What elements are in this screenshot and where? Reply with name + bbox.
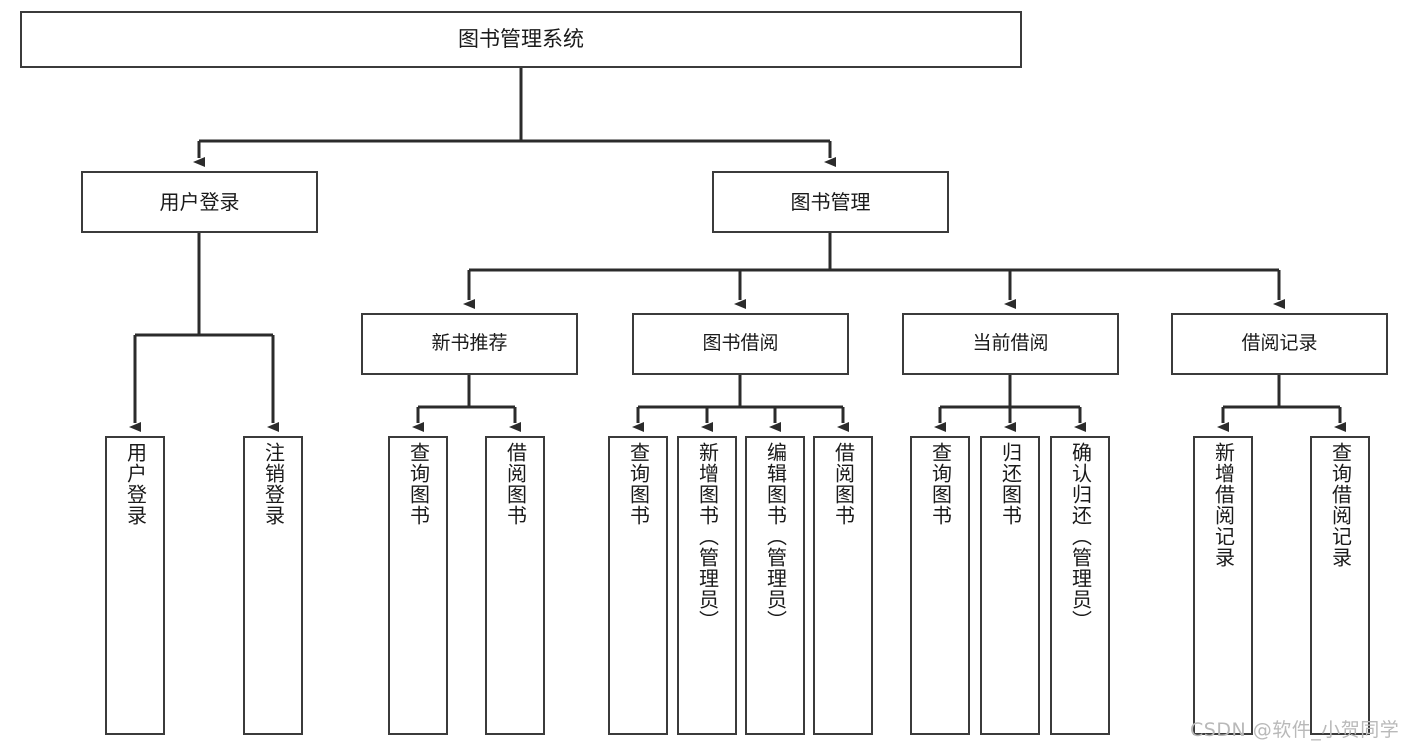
node-leaf-label: 查询借阅记录: [1328, 442, 1353, 568]
node-root[interactable]: 图书管理系统: [20, 11, 1022, 68]
node-leaf[interactable]: 查询图书: [388, 436, 448, 735]
node-level2-book-borrow[interactable]: 图书借阅: [632, 313, 849, 375]
node-leaf-label: 新增借阅记录: [1211, 442, 1236, 568]
node-leaf-label: 确认归还（管理员）: [1068, 442, 1093, 631]
node-leaf[interactable]: 注销登录: [243, 436, 303, 735]
node-leaf-label: 查询图书: [928, 442, 953, 526]
node-leaf[interactable]: 借阅图书: [813, 436, 873, 735]
node-level1-book-management[interactable]: 图书管理: [712, 171, 949, 233]
node-level2-borrow-records[interactable]: 借阅记录: [1171, 313, 1388, 375]
node-leaf[interactable]: 新增图书（管理员）: [677, 436, 737, 735]
node-leaf[interactable]: 编辑图书（管理员）: [745, 436, 805, 735]
node-leaf-label: 用户登录: [123, 442, 148, 526]
node-leaf-label: 新增图书（管理员）: [695, 442, 720, 631]
csdn-watermark: CSDN @软件_小贺同学: [1190, 719, 1400, 741]
node-leaf[interactable]: 确认归还（管理员）: [1050, 436, 1110, 735]
node-leaf-label: 借阅图书: [503, 442, 528, 526]
node-level2-current-borrow[interactable]: 当前借阅: [902, 313, 1119, 375]
node-leaf[interactable]: 查询图书: [608, 436, 668, 735]
node-leaf-label: 编辑图书（管理员）: [763, 442, 788, 631]
node-leaf[interactable]: 用户登录: [105, 436, 165, 735]
node-level2-new-book-recommend[interactable]: 新书推荐: [361, 313, 578, 375]
node-leaf-label: 注销登录: [261, 442, 286, 526]
node-level1-user-login[interactable]: 用户登录: [81, 171, 318, 233]
node-leaf-label: 借阅图书: [831, 442, 856, 526]
node-leaf-label: 查询图书: [406, 442, 431, 526]
node-leaf[interactable]: 查询图书: [910, 436, 970, 735]
node-leaf-label: 归还图书: [998, 442, 1023, 526]
node-leaf-label: 查询图书: [626, 442, 651, 526]
node-leaf[interactable]: 归还图书: [980, 436, 1040, 735]
node-leaf[interactable]: 新增借阅记录: [1193, 436, 1253, 735]
node-leaf[interactable]: 借阅图书: [485, 436, 545, 735]
node-leaf[interactable]: 查询借阅记录: [1310, 436, 1370, 735]
